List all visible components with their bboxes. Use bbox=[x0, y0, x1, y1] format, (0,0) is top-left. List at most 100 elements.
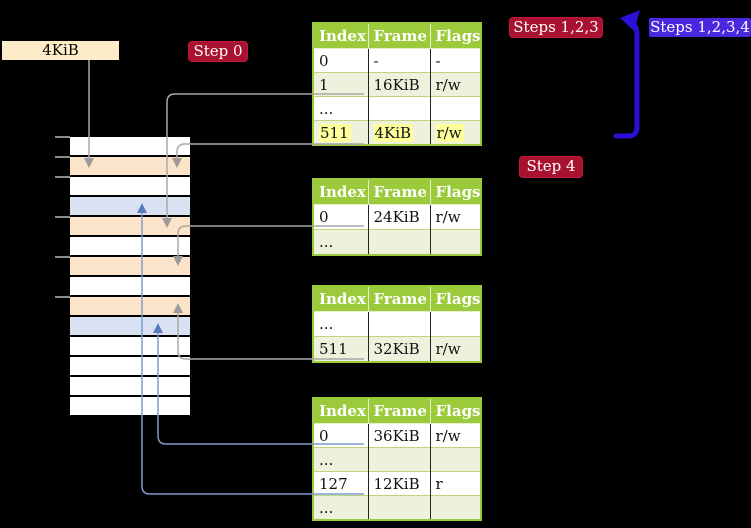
col-header-frame: Frame bbox=[367, 286, 430, 312]
table-row: 127 12KiB r bbox=[313, 471, 481, 496]
cell-frame: 36KiB bbox=[367, 423, 430, 448]
step4-badge: Step 4 bbox=[519, 156, 583, 178]
cell-frame bbox=[367, 495, 430, 520]
col-header-flags: Flags bbox=[429, 286, 481, 312]
step0-badge: Step 0 bbox=[188, 41, 248, 62]
cell-index: 511 bbox=[313, 120, 368, 145]
connector-t1e511-to-frame-4kib bbox=[176, 143, 364, 159]
physical-memory-column bbox=[70, 137, 190, 417]
steps-loop-arrow bbox=[613, 19, 640, 139]
col-header-flags: Flags bbox=[429, 398, 481, 424]
memory-frame-row-7 bbox=[70, 277, 190, 297]
memory-frame-row-6 bbox=[70, 257, 190, 277]
page-table-3: Index Frame Flags ... 511 32KiB r/w bbox=[312, 285, 482, 363]
cell-index: 1 bbox=[313, 72, 368, 97]
table-row: 511 32KiB r/w bbox=[313, 336, 481, 362]
col-header-frame: Frame bbox=[367, 23, 430, 49]
cell-flags: - bbox=[429, 48, 481, 73]
highlighted-value: r/w bbox=[435, 123, 464, 142]
cell-flags bbox=[429, 229, 481, 255]
cell-flags: r bbox=[429, 471, 481, 496]
col-header-index: Index bbox=[313, 286, 368, 312]
memory-frame-row-2 bbox=[70, 177, 190, 197]
cell-frame: 4KiB bbox=[367, 120, 430, 145]
page-table-1: Index Frame Flags 0 - - 1 16KiB r/w ... … bbox=[312, 22, 482, 146]
cell-flags: r/w bbox=[429, 72, 481, 97]
col-header-index: Index bbox=[313, 179, 368, 205]
memory-frame-row-10 bbox=[70, 337, 190, 357]
memory-tick bbox=[55, 256, 70, 258]
memory-tick bbox=[55, 296, 70, 298]
col-header-frame: Frame bbox=[367, 398, 430, 424]
cell-frame bbox=[367, 229, 430, 255]
memory-tick bbox=[55, 136, 70, 138]
highlighted-value: 511 bbox=[319, 123, 351, 142]
memory-frame-row-1 bbox=[70, 157, 190, 177]
cell-frame: 32KiB bbox=[367, 336, 430, 362]
steps-1234-badge: Steps 1,2,3,4 bbox=[649, 18, 751, 37]
table-row: ... bbox=[313, 447, 481, 472]
memory-frame-row-4 bbox=[70, 217, 190, 237]
table-header-row: Index Frame Flags bbox=[313, 179, 481, 205]
memory-frame-row-9 bbox=[70, 317, 190, 337]
table-row: 0 24KiB r/w bbox=[313, 204, 481, 230]
memory-frame-row-13 bbox=[70, 397, 190, 417]
cell-index: ... bbox=[313, 96, 368, 121]
memory-tick bbox=[55, 176, 70, 178]
col-header-flags: Flags bbox=[429, 23, 481, 49]
cell-flags bbox=[429, 495, 481, 520]
cell-frame bbox=[367, 96, 430, 121]
table-row: 0 36KiB r/w bbox=[313, 423, 481, 448]
cell-frame: - bbox=[367, 48, 430, 73]
table-row: 0 - - bbox=[313, 48, 481, 73]
cell-frame: 16KiB bbox=[367, 72, 430, 97]
col-header-index: Index bbox=[313, 23, 368, 49]
cell-frame bbox=[367, 311, 430, 337]
memory-frame-row-3 bbox=[70, 197, 190, 217]
cell-frame: 24KiB bbox=[367, 204, 430, 230]
arrowhead-left-icon bbox=[620, 10, 640, 31]
memory-frame-row-0 bbox=[70, 137, 190, 157]
memory-tick bbox=[55, 156, 70, 158]
cell-index: ... bbox=[313, 447, 368, 472]
table-row: ... bbox=[313, 96, 481, 121]
cell-index: 511 bbox=[313, 336, 368, 362]
col-header-flags: Flags bbox=[429, 179, 481, 205]
memory-frame-row-5 bbox=[70, 237, 190, 257]
memory-frame-row-8 bbox=[70, 297, 190, 317]
cell-flags: r/w bbox=[429, 336, 481, 362]
steps-123-badge: Steps 1,2,3 bbox=[509, 17, 603, 38]
table-row: 1 16KiB r/w bbox=[313, 72, 481, 97]
table-header-row: Index Frame Flags bbox=[313, 398, 481, 424]
memory-frame-row-11 bbox=[70, 357, 190, 377]
cell-index: ... bbox=[313, 229, 368, 255]
table-row: ... bbox=[313, 229, 481, 255]
cell-flags: r/w bbox=[429, 120, 481, 145]
table-header-row: Index Frame Flags bbox=[313, 286, 481, 312]
cell-flags bbox=[429, 447, 481, 472]
cell-flags bbox=[429, 311, 481, 337]
cell-index: 0 bbox=[313, 48, 368, 73]
cell-index: 0 bbox=[313, 423, 368, 448]
table-row: ... bbox=[313, 311, 481, 337]
cell-flags: r/w bbox=[429, 204, 481, 230]
cell-frame: 12KiB bbox=[367, 471, 430, 496]
table-header-row: Index Frame Flags bbox=[313, 23, 481, 49]
table-row-highlighted: 511 4KiB r/w bbox=[313, 120, 481, 145]
highlighted-value: 4KiB bbox=[373, 123, 414, 142]
page-table-4: Index Frame Flags 0 36KiB r/w ... 127 12… bbox=[312, 397, 482, 521]
page-table-2: Index Frame Flags 0 24KiB r/w ... bbox=[312, 178, 482, 256]
frame-4kib-label: 4KiB bbox=[2, 41, 119, 60]
cell-frame bbox=[367, 447, 430, 472]
cell-index: ... bbox=[313, 311, 368, 337]
memory-tick bbox=[55, 216, 70, 218]
cell-index: 127 bbox=[313, 471, 368, 496]
table-row: ... bbox=[313, 495, 481, 520]
col-header-frame: Frame bbox=[367, 179, 430, 205]
cell-flags: r/w bbox=[429, 423, 481, 448]
cell-flags bbox=[429, 96, 481, 121]
col-header-index: Index bbox=[313, 398, 368, 424]
cell-index: 0 bbox=[313, 204, 368, 230]
memory-frame-row-12 bbox=[70, 377, 190, 397]
